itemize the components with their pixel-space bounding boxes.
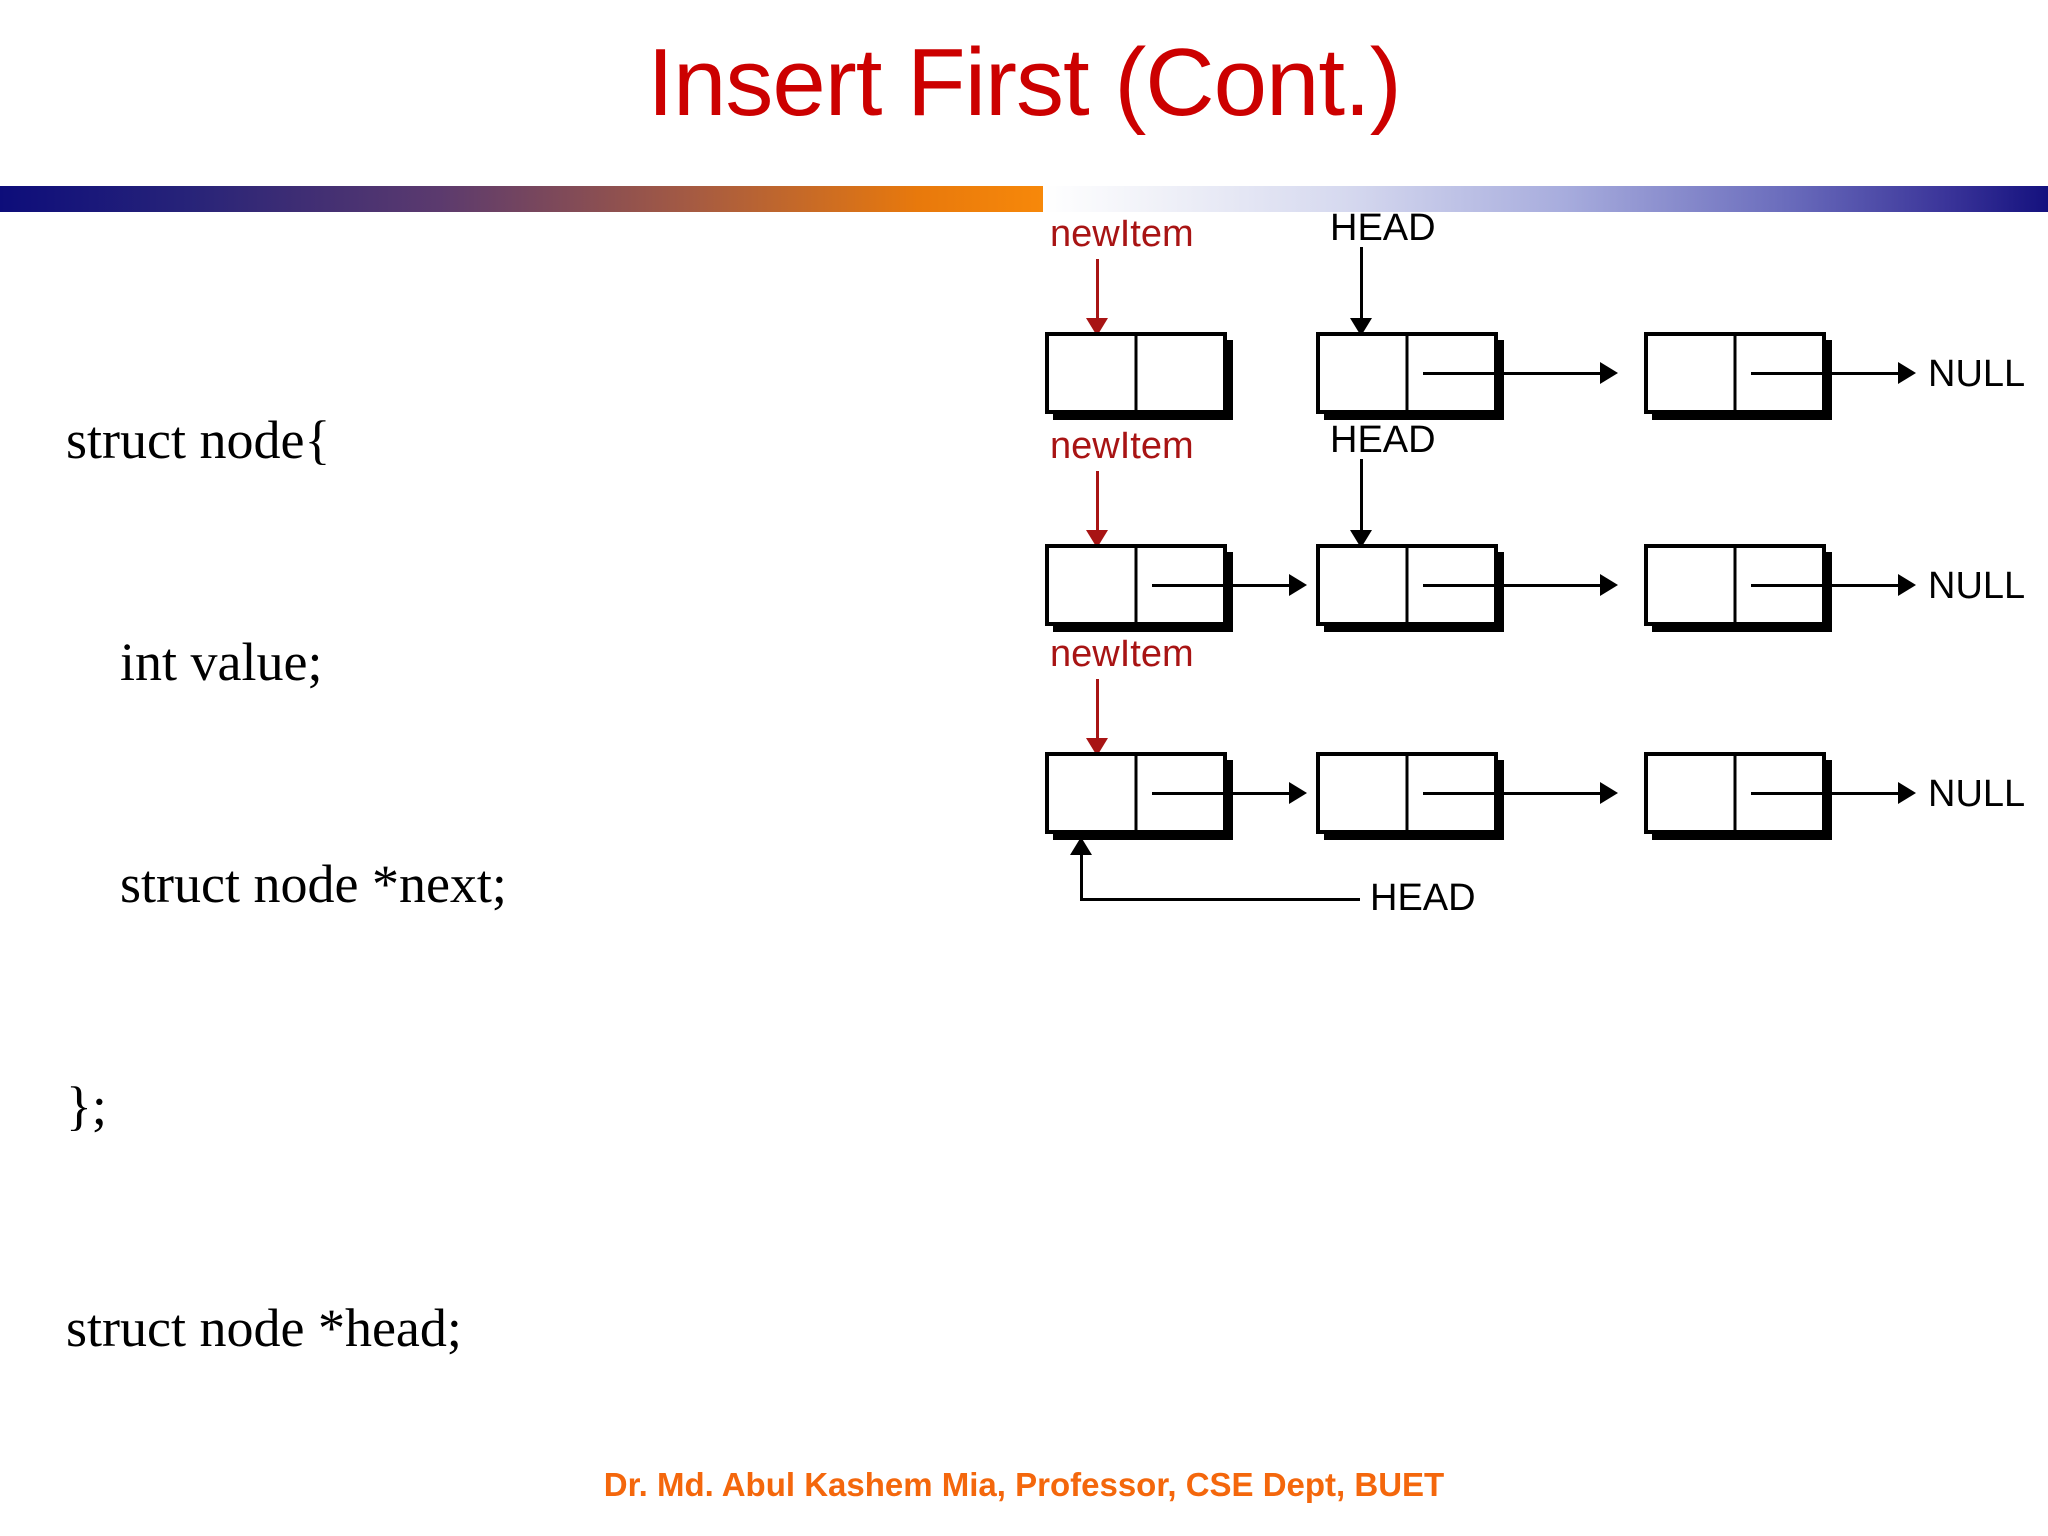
node-box (1045, 332, 1227, 414)
node-cell-divider (1733, 756, 1737, 830)
newitem-arrowhead-icon (1086, 738, 1108, 756)
head-elbow-horizontal-line (1080, 898, 1360, 901)
newitem-label: newItem (1050, 425, 1194, 467)
newitem-pointer-line (1096, 679, 1099, 741)
null-label: NULL (1928, 565, 2026, 607)
node-link-line (1423, 372, 1603, 375)
node-cell-divider (1405, 756, 1409, 830)
node-cell-divider (1134, 548, 1138, 622)
node-link-line (1152, 792, 1292, 795)
code-line-blank (66, 1513, 1026, 1536)
head-label: HEAD (1370, 877, 1476, 919)
node-link-line (1423, 792, 1603, 795)
null-link-line (1751, 584, 1901, 587)
newitem-arrowhead-icon (1086, 318, 1108, 336)
node-cell-divider (1733, 336, 1737, 410)
null-link-arrowhead-icon (1898, 362, 1916, 384)
null-label: NULL (1928, 773, 2026, 815)
head-pointer-line (1360, 247, 1363, 321)
code-line: int value; (66, 632, 323, 692)
head-label: HEAD (1330, 207, 1436, 249)
newitem-label: newItem (1050, 213, 1194, 255)
head-label: HEAD (1330, 419, 1436, 461)
node-link-line (1152, 584, 1292, 587)
page-title: Insert First (Cont.) (647, 29, 1401, 136)
node-cell-divider (1405, 548, 1409, 622)
code-line: struct node{ (66, 410, 331, 470)
node-link-line (1423, 584, 1603, 587)
head-arrowhead-icon (1070, 837, 1092, 855)
null-link-arrowhead-icon (1898, 574, 1916, 596)
head-elbow-vertical-line (1080, 853, 1083, 901)
node-link-arrowhead-icon (1600, 362, 1618, 384)
node-link-arrowhead-icon (1600, 782, 1618, 804)
node-cell-divider (1733, 548, 1737, 622)
title-divider-bar (0, 186, 2048, 212)
newitem-pointer-line (1096, 259, 1099, 321)
node-box (1316, 544, 1498, 626)
head-arrowhead-icon (1350, 318, 1372, 336)
code-line: }; (66, 1076, 107, 1136)
newitem-arrowhead-icon (1086, 530, 1108, 548)
newitem-pointer-line (1096, 471, 1099, 533)
diagram-row-3: newItem NULL HEAD (1030, 633, 2048, 919)
diagram-row-2: newItem HEAD NULL (1030, 419, 2048, 667)
node-cell-divider (1405, 336, 1409, 410)
code-listing: struct node{ int value; struct node *nex… (66, 255, 1026, 1536)
node-link-arrowhead-icon (1289, 574, 1307, 596)
footer-credit: Dr. Md. Abul Kashem Mia, Professor, CSE … (603, 1466, 1445, 1503)
linked-list-diagram: newItem HEAD NULL (1030, 207, 2048, 925)
diagram-row-1: newItem HEAD NULL (1030, 207, 2048, 455)
null-label: NULL (1928, 353, 2026, 395)
node-cell-divider (1134, 336, 1138, 410)
head-pointer-line (1360, 459, 1363, 533)
node-box (1644, 332, 1826, 414)
code-line: struct node *next; (66, 854, 507, 914)
null-link-arrowhead-icon (1898, 782, 1916, 804)
node-link-arrowhead-icon (1289, 782, 1307, 804)
null-link-line (1751, 372, 1901, 375)
head-arrowhead-icon (1350, 530, 1372, 548)
null-link-line (1751, 792, 1901, 795)
code-line: struct node *head; (66, 1298, 462, 1358)
node-link-arrowhead-icon (1600, 574, 1618, 596)
node-cell-divider (1134, 756, 1138, 830)
divider-segment-right (1043, 186, 2048, 212)
divider-segment-left (0, 186, 1043, 212)
newitem-label: newItem (1050, 633, 1194, 675)
